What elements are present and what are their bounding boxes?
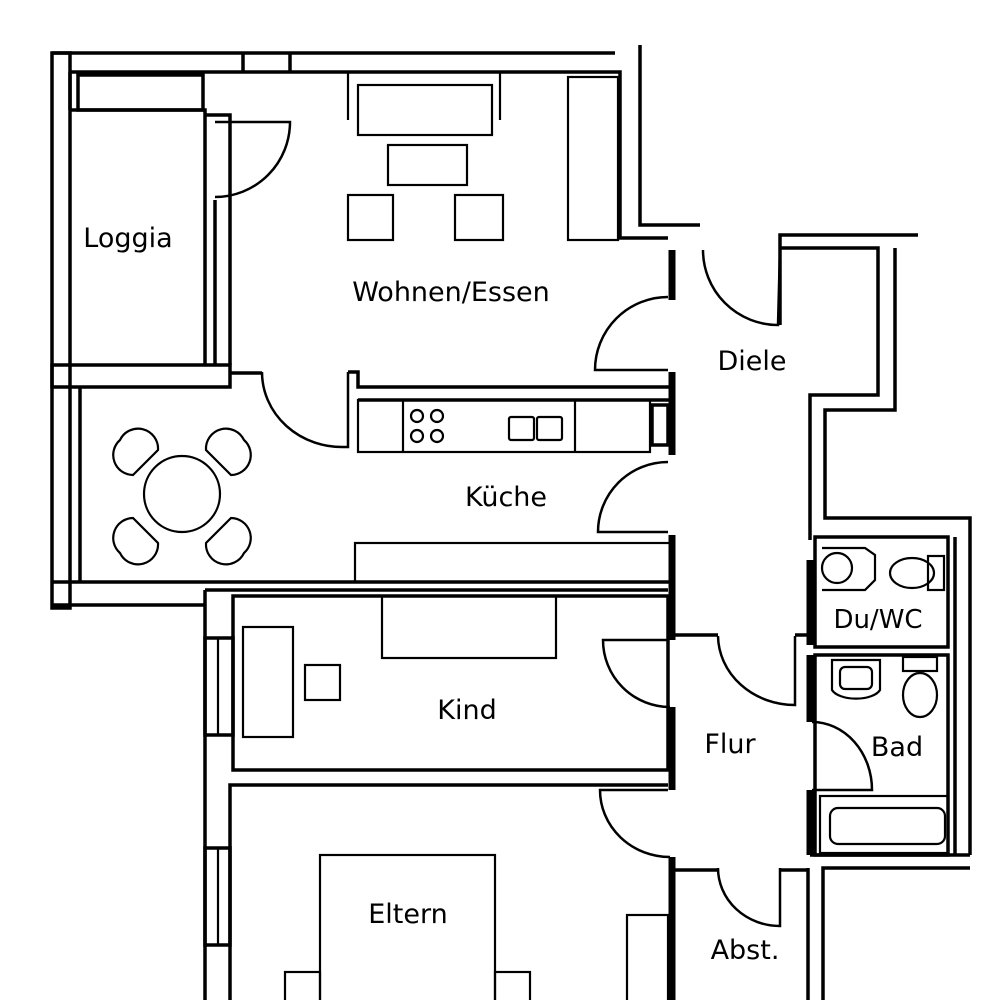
label-bad: Bad	[871, 732, 923, 763]
room-labels: Loggia Wohnen/Essen Diele Küche Du/WC Ki…	[83, 223, 923, 966]
label-eltern: Eltern	[368, 899, 448, 930]
kitchen-cabinet	[353, 541, 672, 584]
door-abst	[716, 867, 782, 928]
chair	[112, 427, 160, 477]
label-wohnen-essen: Wohnen/Essen	[352, 277, 550, 308]
door-eltern	[598, 788, 671, 859]
chair	[204, 427, 252, 477]
stove-burner	[409, 428, 425, 444]
label-flur: Flur	[704, 729, 756, 760]
cabinet	[566, 75, 620, 242]
label-kind: Kind	[437, 695, 496, 726]
door-loggia	[214, 120, 292, 199]
sink	[507, 415, 536, 442]
sink	[535, 415, 564, 442]
sofa	[356, 83, 494, 137]
chair	[112, 516, 160, 566]
nightstand	[493, 970, 532, 1000]
chair	[204, 516, 252, 566]
door-flur-diele	[716, 635, 797, 707]
bathtub-frame	[818, 794, 950, 855]
door-bad	[811, 720, 874, 792]
toilet	[901, 671, 939, 719]
label-kueche: Küche	[465, 482, 547, 513]
kitchen-counter	[356, 398, 652, 454]
door-kind	[601, 638, 671, 709]
label-diele: Diele	[717, 346, 786, 377]
coffee-table	[386, 143, 469, 187]
armchair	[453, 193, 505, 242]
furniture	[112, 72, 950, 1000]
armchair	[346, 193, 395, 242]
stove-burner	[429, 428, 445, 444]
stove-burner	[429, 408, 445, 424]
washbasin	[830, 658, 882, 700]
door-kueche-diele	[596, 460, 669, 534]
label-du-wc: Du/WC	[833, 605, 922, 635]
label-loggia: Loggia	[83, 223, 172, 254]
toilet	[888, 556, 936, 590]
stove-burner	[409, 408, 425, 424]
label-abst: Abst.	[711, 935, 780, 966]
toilet-tank	[901, 655, 939, 673]
nightstand	[283, 970, 322, 1000]
toilet-tank	[926, 554, 946, 592]
desk	[241, 625, 295, 739]
wardrobe	[380, 594, 558, 660]
door-wohnen-diele	[593, 295, 669, 372]
door-entrance	[701, 247, 782, 327]
washbasin	[822, 546, 877, 592]
walls	[50, 45, 972, 1000]
bed	[318, 853, 497, 1000]
wardrobe	[625, 913, 670, 1000]
door-kueche-wohnen	[260, 371, 350, 449]
dining-table	[142, 454, 222, 534]
bathtub	[828, 806, 947, 846]
stool	[303, 663, 342, 702]
washbasin-bowl	[820, 551, 854, 585]
doors	[214, 120, 874, 928]
